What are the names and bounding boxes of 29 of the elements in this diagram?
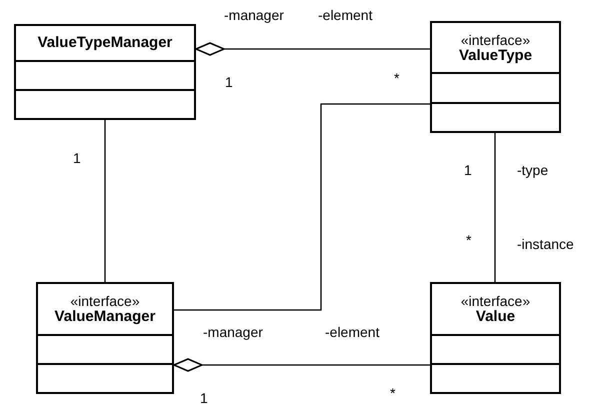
association-line <box>174 103 430 311</box>
multiplicity-label: * <box>466 232 472 248</box>
class-name: Value <box>476 309 516 325</box>
multiplicity-label: 1 <box>200 390 208 404</box>
class-name: ValueTypeManager <box>38 35 172 51</box>
multiplicity-label: 1 <box>225 74 233 90</box>
role-label: -element <box>318 7 372 23</box>
aggregation-line <box>195 42 430 56</box>
stereotype-label: «interface» <box>460 293 530 309</box>
aggregation-line <box>173 358 430 372</box>
association-line <box>104 120 106 282</box>
association-line <box>494 133 496 282</box>
role-label: -element <box>325 324 380 340</box>
class-name: ValueType <box>458 48 532 64</box>
role-label: -manager <box>224 7 284 23</box>
class-name: ValueManager <box>54 309 156 325</box>
stereotype-label: «interface» <box>460 32 530 48</box>
role-label: -manager <box>203 324 263 340</box>
class-box <box>14 24 196 120</box>
class-box <box>36 282 174 394</box>
multiplicity-label: 1 <box>464 162 472 178</box>
class-box <box>430 21 561 133</box>
multiplicity-label: 1 <box>73 150 81 166</box>
stereotype-label: «interface» <box>70 293 140 309</box>
role-label: -instance <box>517 236 574 252</box>
class-box <box>430 282 561 394</box>
multiplicity-label: * <box>390 385 396 401</box>
role-label: -type <box>517 162 548 178</box>
multiplicity-label: * <box>394 70 400 86</box>
